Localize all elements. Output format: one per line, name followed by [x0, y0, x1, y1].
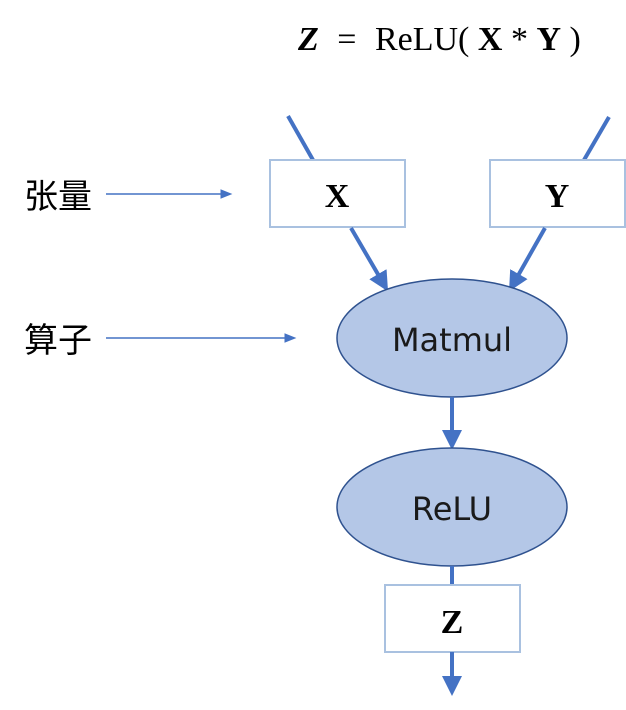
input-edge-y	[582, 115, 611, 162]
operator-label: 算子	[24, 321, 92, 361]
edge-y-to-matmul	[509, 227, 547, 292]
tensor-z-label: Z	[441, 604, 464, 641]
relu-label: ReLU	[412, 490, 492, 528]
tensor-y-label: Y	[545, 178, 570, 215]
formula-lhs: Z	[297, 21, 319, 58]
formula-func: ReLU(	[375, 21, 469, 58]
tensor-y-box	[489, 159, 626, 228]
formula-op: *	[511, 21, 528, 58]
formula-arg2: Y	[536, 21, 561, 58]
formula-close: )	[570, 21, 581, 58]
tensor-x-label: X	[325, 178, 350, 215]
formula-equals: =	[337, 21, 356, 58]
input-edge-x	[286, 115, 315, 161]
formula-arg1: X	[478, 21, 503, 58]
matmul-label: Matmul	[392, 321, 512, 359]
formula: Z = ReLU( X * Y )	[297, 21, 581, 58]
tensor-x-box	[269, 159, 406, 228]
tensor-label: 张量	[24, 177, 92, 217]
edge-x-to-matmul	[349, 226, 389, 292]
